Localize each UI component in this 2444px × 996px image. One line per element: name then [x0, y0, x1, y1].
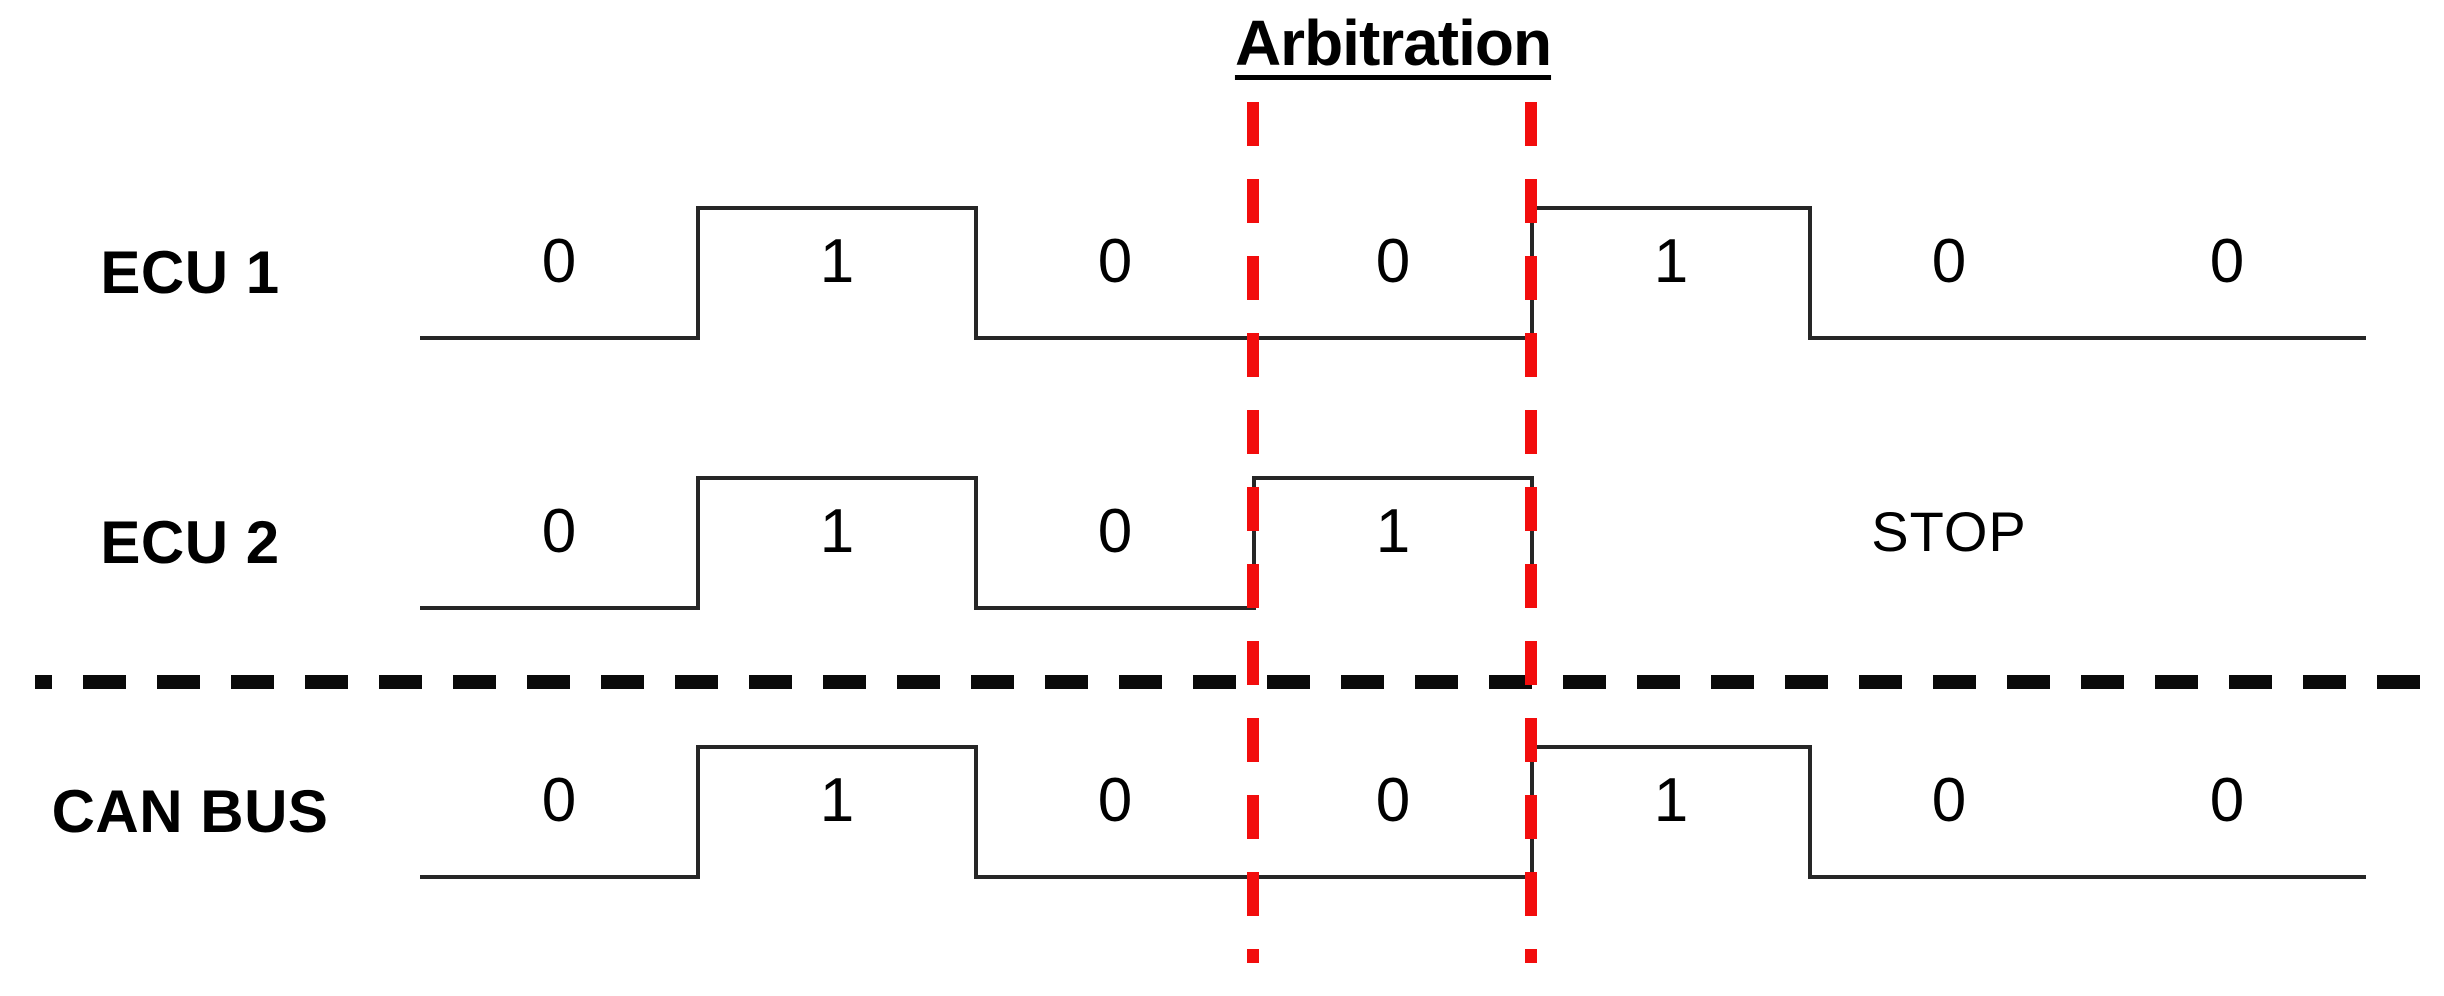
- bit-label-canbus-0: 0: [541, 766, 577, 835]
- bit-label-ecu1-3: 0: [1375, 227, 1411, 296]
- row-label-ecu2: ECU 2: [100, 509, 280, 576]
- waveform-ecu2: [420, 476, 1534, 610]
- waveform-ecu1: [420, 206, 2366, 340]
- row-label-ecu1: ECU 1: [100, 239, 280, 306]
- arbitration-title: Arbitration: [1234, 7, 1552, 79]
- bit-label-ecu1-1: 1: [819, 227, 855, 296]
- waveform-canbus: [420, 745, 2366, 879]
- bit-label-ecu1-2: 0: [1097, 227, 1133, 296]
- bit-label-canbus-5: 0: [1931, 766, 1967, 835]
- bit-label-ecu2-3: 1: [1375, 497, 1411, 566]
- row-label-canbus: CAN BUS: [51, 778, 329, 845]
- bit-label-canbus-2: 0: [1097, 766, 1133, 835]
- stop-label-ecu2: STOP: [1871, 500, 2027, 563]
- bit-label-ecu2-1: 1: [819, 497, 855, 566]
- bit-label-ecu1-0: 0: [541, 227, 577, 296]
- bit-label-canbus-1: 1: [819, 766, 855, 835]
- bit-label-canbus-4: 1: [1653, 766, 1689, 835]
- bit-label-ecu2-2: 0: [1097, 497, 1133, 566]
- bit-label-ecu1-4: 1: [1653, 227, 1689, 296]
- bit-label-canbus-6: 0: [2209, 766, 2245, 835]
- bit-label-ecu1-6: 0: [2209, 227, 2245, 296]
- bit-label-ecu2-0: 0: [541, 497, 577, 566]
- bit-label-ecu1-5: 0: [1931, 227, 1967, 296]
- bit-label-canbus-3: 0: [1375, 766, 1411, 835]
